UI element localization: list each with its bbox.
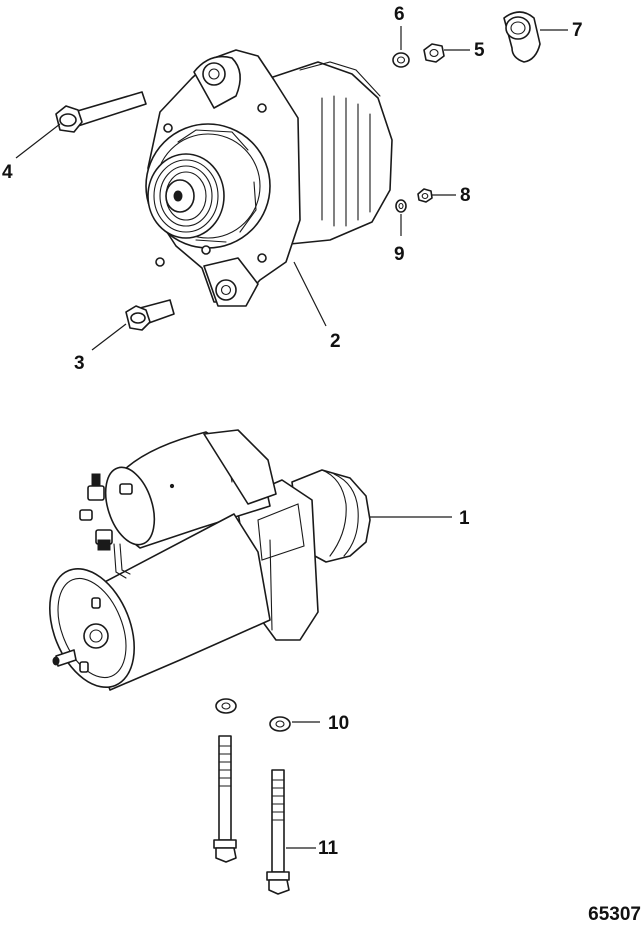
callout-7: 7 (572, 20, 583, 41)
stud-washer (395, 199, 407, 213)
reference-number: 65307 (588, 904, 641, 925)
callout-8: 8 (460, 185, 471, 206)
stud-nut (417, 188, 433, 203)
alternator-short-bolt (125, 299, 175, 331)
terminal-boot (503, 11, 541, 63)
callout-5: 5 (474, 40, 485, 61)
starter-bolt-left (213, 735, 237, 863)
starter-bolt-right (266, 769, 290, 895)
callout-11: 11 (318, 838, 339, 859)
callout-10: 10 (328, 713, 349, 734)
starter-lock-washer-left (215, 698, 237, 714)
callout-6: 6 (394, 4, 405, 25)
starter-motor (49, 429, 371, 691)
callout-2: 2 (330, 331, 341, 352)
callout-9: 9 (394, 244, 405, 265)
terminal-washer (392, 52, 410, 68)
callout-3: 3 (74, 353, 85, 374)
starter-lock-washer-right (269, 716, 291, 732)
terminal-nut (423, 43, 445, 63)
callout-1: 1 (459, 508, 470, 529)
callout-4: 4 (2, 162, 13, 183)
leader-lines (15, 26, 568, 849)
alternator (145, 49, 393, 307)
alternator-long-bolt (55, 91, 147, 133)
